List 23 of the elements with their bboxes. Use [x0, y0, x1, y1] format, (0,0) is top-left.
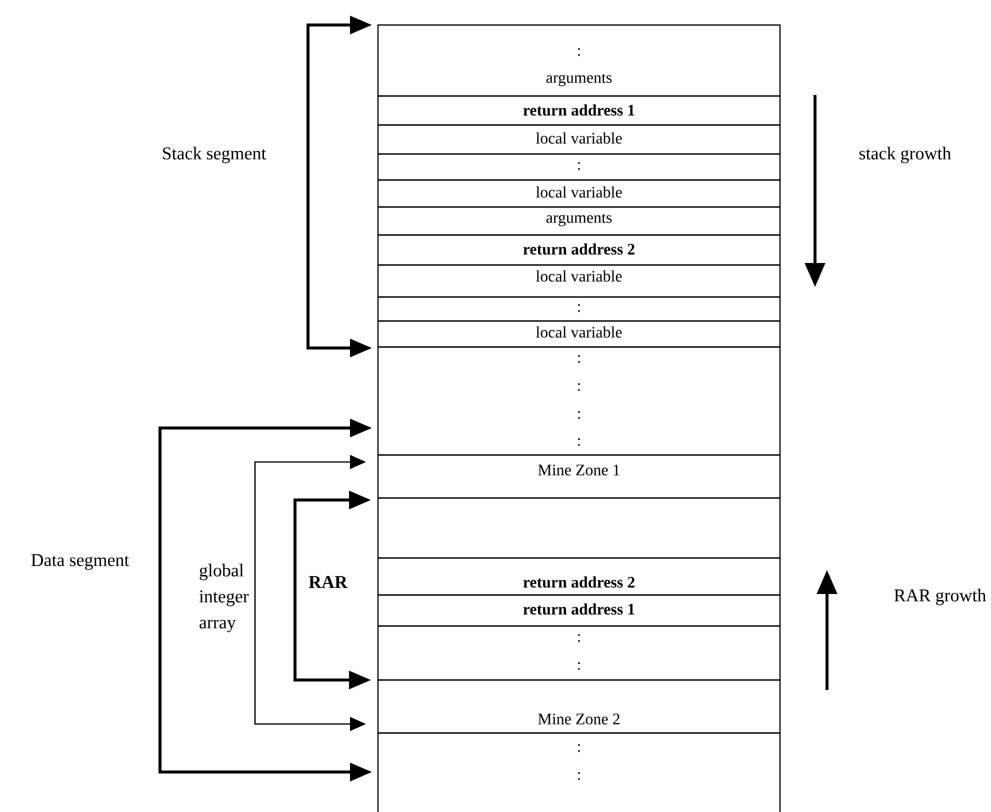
memory-cell: local variable: [377, 124, 781, 155]
memory-cell: [377, 497, 781, 559]
memory-cell: : :: [377, 625, 781, 681]
memory-cell: Mine Zone 1: [377, 454, 781, 499]
memory-cell: arguments: [377, 206, 781, 236]
memory-cell: local variable: [377, 179, 781, 208]
bracket-label: Stack segment: [162, 146, 266, 164]
memory-cell: :: [377, 153, 781, 181]
memory-cell: return address 2: [377, 234, 781, 266]
memory-cell: local variable: [377, 264, 781, 298]
direction-label: stack growth: [860, 146, 952, 164]
memory-cell: : :: [377, 732, 781, 812]
memory-cell: return address 1: [377, 594, 781, 627]
memory-cell: : : : :: [377, 346, 781, 456]
bracket-label: global integer array: [199, 564, 249, 632]
bracket-label: RAR: [308, 576, 348, 588]
direction-label: RAR growth: [894, 588, 986, 606]
memory-cell: return address 2: [377, 557, 781, 596]
memory-cell: return address 1: [377, 95, 781, 126]
memory-cell: local variable: [377, 320, 781, 348]
bracket-label: Data segment: [31, 554, 130, 570]
memory-cell: :: [377, 296, 781, 322]
memory-cell: Mine Zone 2: [377, 679, 781, 734]
